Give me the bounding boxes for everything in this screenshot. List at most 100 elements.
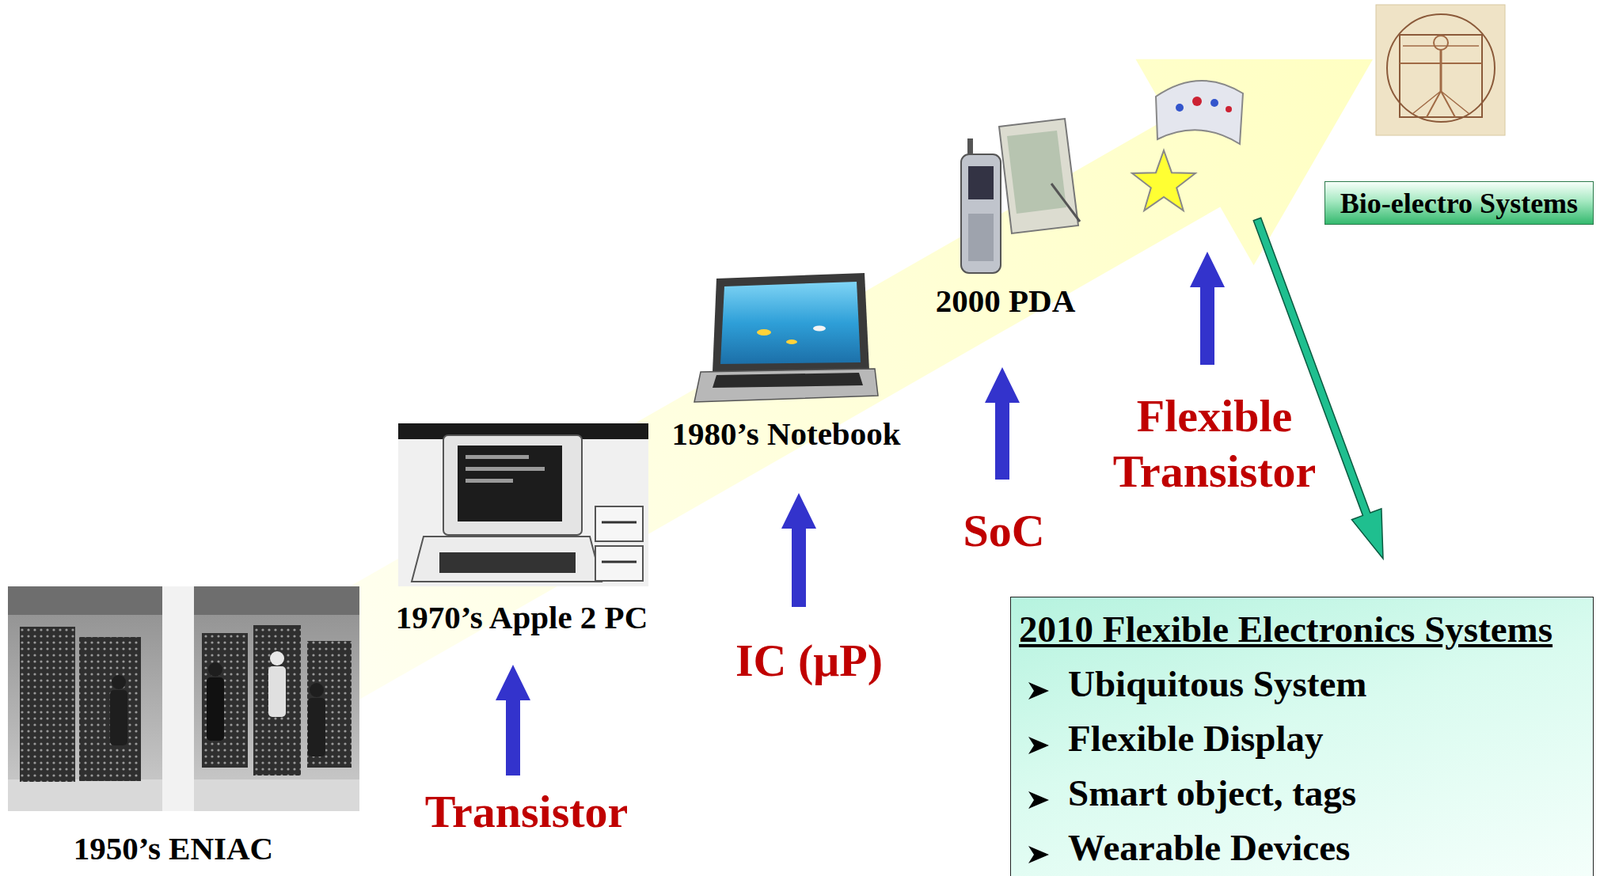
era-caption: 1970’s Apple 2 PC	[395, 598, 649, 637]
parchment	[1375, 4, 1505, 136]
person-head	[309, 683, 324, 698]
figure-leg	[1440, 91, 1470, 115]
apple-2-photo	[398, 423, 649, 587]
notebook-base	[694, 368, 878, 403]
era-caption: 2000 PDA	[935, 281, 1076, 320]
figure-leg	[1426, 91, 1441, 118]
keyboard	[439, 552, 576, 574]
technology-label: Transistor	[425, 785, 629, 839]
figure-arm	[1399, 62, 1483, 65]
list-heading-row: 2010 Flexible Electronics Systems	[1010, 602, 1593, 658]
fish	[786, 339, 798, 345]
figure-leg	[1440, 91, 1456, 118]
star	[1132, 150, 1196, 211]
bullet-arrow	[1026, 843, 1051, 867]
person-body	[268, 666, 286, 718]
list-heading: 2010 Flexible Electronics Systems	[1018, 608, 1553, 650]
technology-label: SoC	[962, 504, 1045, 558]
fish	[756, 329, 772, 336]
figure-leg	[1412, 91, 1441, 115]
screen-line	[465, 455, 529, 460]
list-item: Smart object, tags	[1067, 772, 1357, 814]
pda-body	[999, 118, 1079, 234]
pointer-arrow	[1253, 217, 1384, 559]
bullet-arrow	[1026, 679, 1051, 704]
person-head	[269, 651, 285, 666]
up-arrow	[984, 367, 1020, 480]
list-item: Wearable Devices	[1067, 827, 1350, 869]
bracelet-dot	[1192, 96, 1202, 107]
disk-slot	[601, 561, 637, 564]
phone-screen	[968, 166, 994, 200]
phone-body	[961, 154, 1001, 274]
screen-line	[465, 467, 545, 472]
person-body	[307, 698, 326, 757]
technology-label: IC (μP)	[735, 634, 883, 688]
disk-drive	[595, 506, 643, 542]
bracelet-dot	[1175, 103, 1184, 112]
person-head	[208, 662, 223, 677]
flexible-bracelet-picture	[1155, 80, 1243, 145]
disk-drive	[595, 546, 643, 582]
notebook-screen	[720, 281, 861, 365]
bullet-arrow-shape	[1028, 737, 1049, 755]
person-body	[110, 690, 128, 746]
monitor	[443, 435, 582, 536]
list-item-row: Ubiquitous System	[1010, 657, 1593, 712]
notebook-picture	[694, 273, 878, 403]
vitruvian-circle	[1387, 14, 1495, 122]
box-text-row: Bio-electro Systems	[1340, 186, 1578, 221]
computer-base	[411, 536, 602, 582]
bullet-arrow-shape	[1028, 791, 1049, 810]
vitruvian-square	[1399, 34, 1483, 118]
up-arrow	[495, 665, 531, 776]
cabinet	[307, 641, 352, 768]
phone-and-pda-picture	[961, 118, 1080, 274]
screen-line	[465, 478, 514, 483]
person-body	[206, 677, 225, 742]
monitor-screen	[457, 445, 563, 522]
list-item: Ubiquitous System	[1067, 663, 1367, 705]
era-caption: 1950’s ENIAC	[73, 829, 274, 868]
pillar	[162, 586, 194, 812]
eniac-photo	[7, 586, 360, 812]
bullet-arrow-shape	[1028, 846, 1049, 864]
figure-body	[1440, 49, 1443, 92]
bracelet-cuff	[1155, 80, 1243, 145]
bullet-arrow	[1026, 733, 1051, 758]
person-head	[111, 675, 126, 690]
cabinet	[201, 633, 248, 768]
bracelet-dot	[1225, 106, 1232, 113]
bracelet-dot	[1210, 98, 1219, 107]
list-item-row: Smart object, tags	[1010, 766, 1593, 821]
list-item: Flexible Display	[1067, 718, 1323, 760]
disk-slot	[601, 521, 637, 525]
figure-head	[1433, 35, 1448, 50]
systems-list-box: 2010 Flexible Electronics SystemsUbiquit…	[1010, 596, 1594, 876]
bullet-arrow	[1026, 788, 1051, 813]
up-arrow	[781, 493, 817, 608]
notebook-keyboard	[712, 372, 863, 388]
pda-screen	[1007, 130, 1067, 214]
list-item-row: Flexible Display	[1010, 711, 1593, 767]
box-label: Bio-electro Systems	[1340, 187, 1578, 220]
cabinet	[253, 625, 301, 776]
photo-ground	[7, 586, 360, 812]
era-caption: 1980’s Notebook	[672, 414, 901, 453]
phone-keypad	[968, 213, 994, 262]
target-system-box: Bio-electro Systems	[1324, 181, 1594, 225]
technology-label: Flexible Transistor	[1083, 388, 1346, 500]
up-arrow	[1189, 251, 1225, 365]
vitruvian-man-picture	[1375, 4, 1505, 136]
cabinet	[79, 637, 141, 782]
pda-stylus	[1051, 183, 1080, 222]
cabinet	[19, 627, 76, 783]
fish	[813, 326, 826, 332]
list-item-row: Wearable Devices	[1010, 820, 1593, 876]
bullet-arrow-shape	[1028, 682, 1049, 700]
notebook-lid	[712, 273, 870, 373]
figure-arm	[1402, 45, 1479, 47]
photo-ground	[398, 423, 649, 587]
